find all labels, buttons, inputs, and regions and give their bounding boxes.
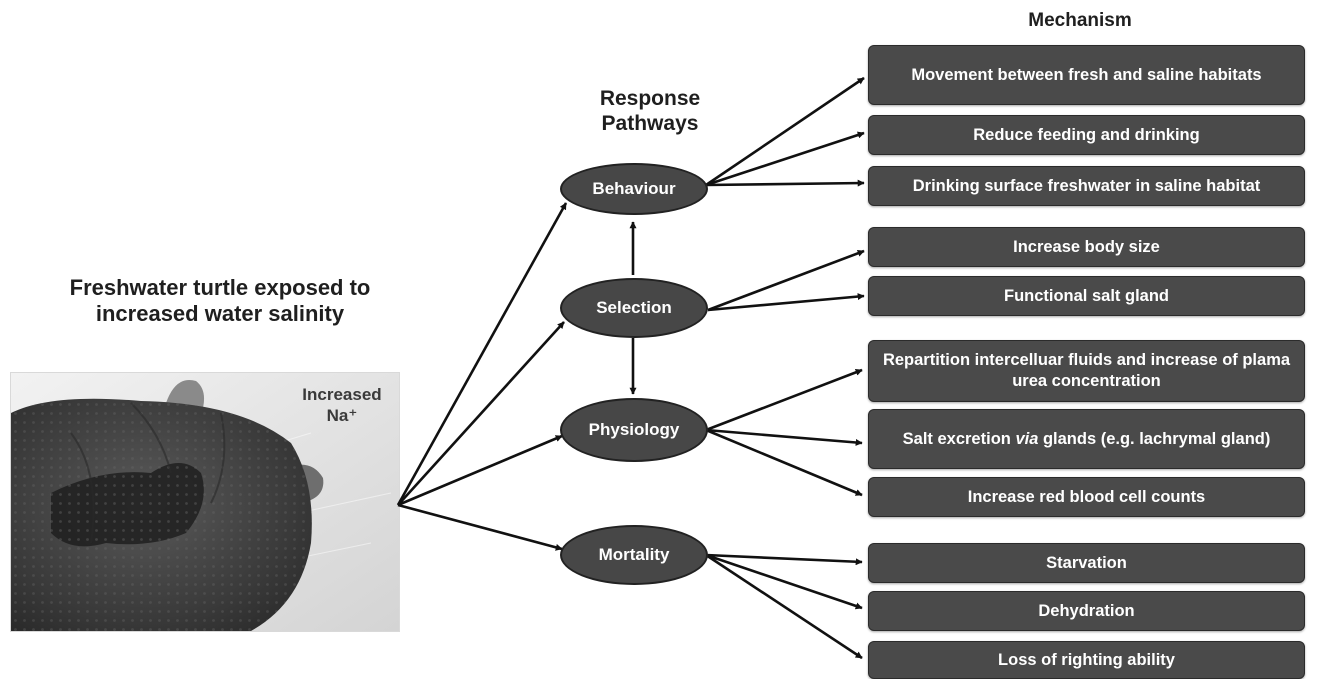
mechanism-red-blood: Increase red blood cell counts [868,477,1305,517]
arrow-mortality-to-dehydration [705,553,863,610]
node-physiology: Physiology [560,398,708,462]
mechanism-repartition: Repartition intercelluar fluids and incr… [868,340,1305,402]
arrow-behaviour-to-drinking [705,179,865,187]
mechanism-dehydration: Dehydration [868,591,1305,631]
mechanism-drinking-surface: Drinking surface freshwater in saline ha… [868,166,1305,206]
mechanism-starvation: Starvation [868,543,1305,583]
turtle-illustration [11,373,399,631]
node-behaviour: Behaviour [560,163,708,215]
node-selection-label: Selection [596,298,672,317]
mechanism-righting: Loss of righting ability [868,641,1305,679]
pathways-heading: Response Pathways [599,87,701,135]
turtle-photo [10,372,400,632]
arrow-behaviour-to-movement [705,76,865,187]
mechanism-salt-excretion: Salt excretion via glands (e.g. lachryma… [868,409,1305,469]
arrow-source-to-behaviour [396,202,568,506]
arrow-physiology-to-repartition [705,368,863,432]
arrow-source-to-selection [397,321,565,506]
arrow-behaviour-to-reduce-feeding [705,131,865,187]
arrow-mortality-to-righting [705,553,863,660]
source-title: Freshwater turtle exposed to increased w… [69,275,371,326]
arrow-selection-to-body-size [707,249,865,312]
mechanism-heading: Mechanism [1028,10,1132,31]
mechanism-body-size: Increase body size [868,227,1305,267]
arrow-physiology-to-salt-excretion [705,428,863,446]
salinity-label: Increased Na⁺ [302,385,382,425]
arrow-mortality-to-starvation [705,553,863,566]
mechanism-reduce-feeding: Reduce feeding and drinking [868,115,1305,155]
mechanism-salt-gland: Functional salt gland [868,276,1305,316]
node-mortality-label: Mortality [598,545,670,564]
arrow-source-to-mortality [397,503,563,551]
arrow-source-to-physiology [397,434,563,507]
node-selection: Selection [560,278,708,338]
node-behaviour-label: Behaviour [592,179,676,198]
node-mortality: Mortality [560,525,708,585]
node-physiology-label: Physiology [588,420,680,439]
mechanism-movement: Movement between fresh and saline habita… [868,45,1305,105]
arrow-selection-to-salt-gland [707,293,865,312]
arrow-physiology-to-red-blood [705,428,863,497]
